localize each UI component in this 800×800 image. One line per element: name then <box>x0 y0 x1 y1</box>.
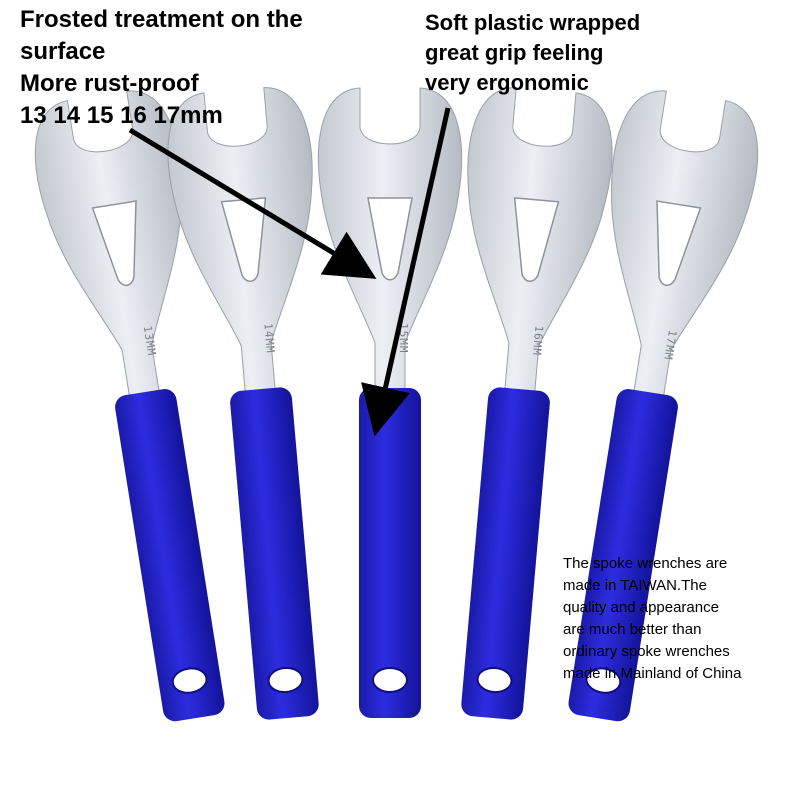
caption-line: The spoke wrenches are <box>563 555 728 572</box>
caption-line: 13 14 15 16 17mm <box>20 102 223 129</box>
caption-line: made in TAIWAN.The <box>563 577 707 594</box>
caption-line: quality and appearance <box>563 599 719 616</box>
caption-origin: The spoke wrenches are made in TAIWAN.Th… <box>563 553 741 685</box>
caption-line: ordinary spoke wrenches <box>563 643 730 660</box>
caption-line: made in Mainland of China <box>563 665 742 682</box>
caption-line: are much better than <box>563 621 702 638</box>
caption-grip: Soft plastic wrapped great grip feeling … <box>425 8 640 98</box>
arrow-to-grip <box>361 107 451 437</box>
caption-line: great grip feeling <box>425 40 604 65</box>
caption-line: surface <box>20 38 106 65</box>
caption-surface-treatment: Frosted treatment on the surface More ru… <box>20 4 303 132</box>
wrench-16mm: 16MM <box>418 83 619 726</box>
wrench-13mm: 13MM <box>25 83 268 731</box>
caption-line: very ergonomic <box>425 70 589 95</box>
wrench-17mm: 17MM <box>525 83 768 731</box>
size-mark-17: 17MM <box>661 329 679 361</box>
wrench-15mm: 15MM <box>317 87 463 719</box>
size-mark-13: 13MM <box>141 325 159 357</box>
caption-line: More rust-proof <box>20 70 199 97</box>
arrow-to-metal <box>128 127 377 279</box>
caption-line: Soft plastic wrapped <box>425 10 641 35</box>
wrench-14mm: 14MM <box>161 83 362 726</box>
size-mark-14: 14MM <box>261 323 277 355</box>
caption-line: Frosted treatment on the <box>20 6 303 33</box>
size-mark-16: 16MM <box>530 325 546 357</box>
